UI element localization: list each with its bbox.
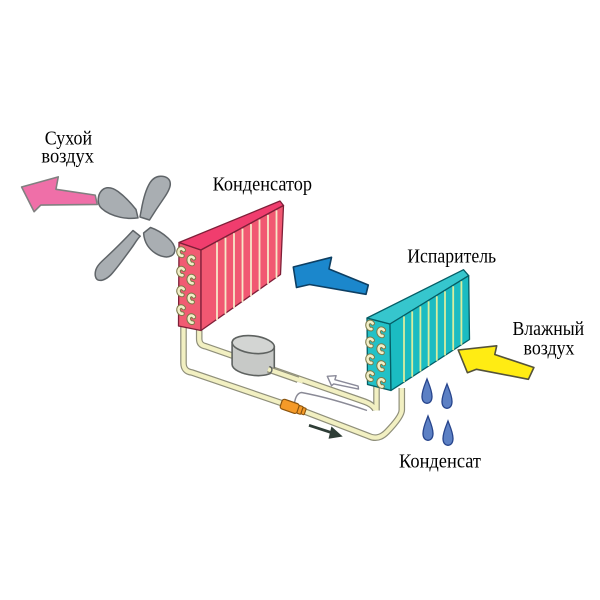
svg-text:Конденсатор: Конденсатор: [213, 175, 312, 196]
svg-text:Влажный: Влажный: [512, 319, 584, 340]
svg-text:Сухой: Сухой: [45, 129, 92, 150]
svg-text:воздух: воздух: [524, 339, 575, 360]
svg-text:Конденсат: Конденсат: [399, 452, 481, 473]
svg-text:Испаритель: Испаритель: [407, 247, 496, 268]
svg-text:воздух: воздух: [41, 146, 94, 167]
